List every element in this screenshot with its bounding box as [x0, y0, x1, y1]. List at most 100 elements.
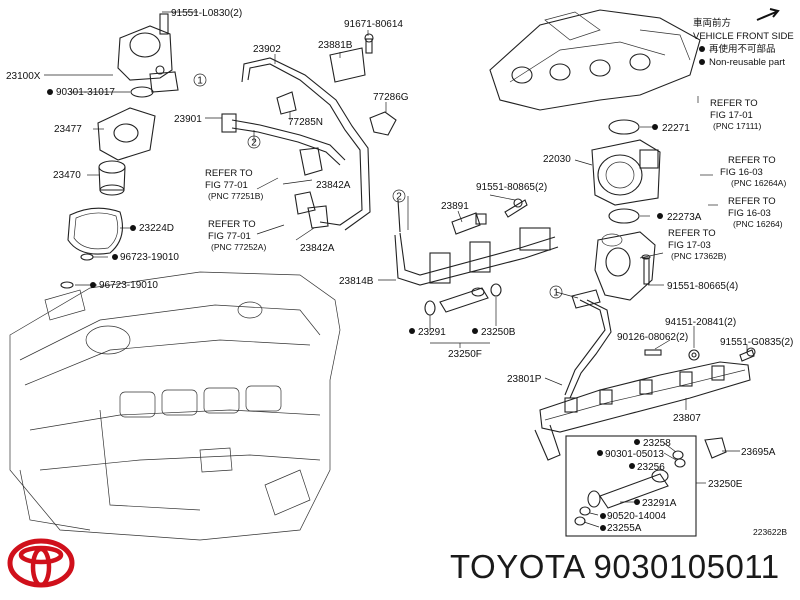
fuel-hose-23901 [221, 113, 346, 166]
label-23881B: 23881B [318, 40, 353, 51]
toyota-logo-icon [7, 538, 75, 588]
svg-text:FIG 17-01: FIG 17-01 [710, 110, 753, 121]
label-23801P: 23801P [507, 374, 542, 385]
label-91551-L0830: 91551-L0830(2) [171, 8, 242, 19]
svg-text:2: 2 [251, 138, 257, 149]
label-22271: 22271 [662, 123, 690, 134]
svg-text:FIG 77-01: FIG 77-01 [205, 180, 248, 191]
fuel-pump-assembly [117, 13, 179, 93]
svg-text:1: 1 [197, 76, 203, 87]
callout-2b: 2 [392, 189, 406, 203]
label-23100X: 23100X [6, 71, 41, 82]
label-23250F: 23250F [448, 349, 482, 360]
o-ring-23255A [574, 516, 586, 526]
o-ring-23250B [490, 283, 502, 297]
label-90301-05013: 90301-05013 [605, 449, 664, 460]
fuel-delivery-pipe-23807 [534, 361, 751, 461]
legend-reuse-en: Non-reusable part [709, 57, 785, 68]
legend-dot-icon [699, 46, 705, 52]
svg-text:REFER TO: REFER TO [728, 155, 776, 166]
bolt-91671-80614 [364, 33, 374, 54]
stud-94151-20841 [688, 349, 700, 361]
o-ring-96723-a [80, 253, 94, 261]
svg-text:REFER TO: REFER TO [205, 168, 253, 179]
svg-text:2: 2 [396, 192, 402, 203]
leader-lines [44, 11, 748, 528]
callout-1b: 1 [549, 285, 563, 299]
label-23258: 23258 [643, 438, 671, 449]
clip-23695A [704, 437, 727, 459]
bracket-23881B [329, 47, 366, 83]
label-90301-31017: 90301-31017 [56, 87, 115, 98]
svg-text:(PNC 77251B): (PNC 77251B) [208, 191, 263, 201]
bolt-91551-80865 [504, 198, 528, 218]
injector-kit-inset [565, 435, 697, 537]
part-number: 9030105011 [593, 548, 780, 585]
washer-90520-14004 [579, 506, 591, 516]
engine-block [9, 271, 341, 541]
legend-direction-jp: 車両前方 [693, 17, 731, 29]
air-intake-connector [594, 231, 656, 301]
gasket-23224D [67, 207, 123, 255]
seal-23291A [587, 490, 601, 508]
label-23891: 23891 [441, 201, 469, 212]
label-23291A: 23291A [642, 498, 677, 509]
label-diagram-id: 223622B [753, 527, 787, 537]
svg-text:(PNC 77252A): (PNC 77252A) [211, 242, 266, 252]
svg-text:REFER TO: REFER TO [728, 196, 776, 207]
svg-text:REFER TO: REFER TO [668, 228, 716, 239]
label-23224D: 23224D [139, 223, 174, 234]
refer-to-17362B: REFER TO FIG 17-03 (PNC 17362B) [668, 228, 726, 261]
label-91671-80614: 91671-80614 [344, 19, 403, 30]
label-23250B: 23250B [481, 327, 516, 338]
front-arrow-icon [756, 8, 780, 21]
label-23842A-a: 23842A [316, 180, 351, 191]
label-77285N: 77285N [288, 117, 323, 128]
o-ring-96723-b [60, 281, 74, 289]
callout-1a: 1 [193, 73, 207, 87]
fuel-pipe-23801P [564, 289, 612, 399]
injector-23250F [439, 287, 489, 313]
label-91551-G0835: 91551-G0835(2) [720, 337, 793, 348]
svg-text:(PNC 17111): (PNC 17111) [713, 121, 762, 131]
svg-text:(PNC 17362B): (PNC 17362B) [671, 251, 726, 261]
footer-part-title: TOYOTA 9030105011 [450, 548, 780, 586]
svg-text:(PNC 16264): (PNC 16264) [733, 219, 783, 229]
label-77286G: 77286G [373, 92, 409, 103]
label-23470: 23470 [53, 170, 81, 181]
label-90520-14004: 90520-14004 [607, 511, 666, 522]
legend-direction-en: VEHICLE FRONT SIDE [693, 31, 794, 42]
sensor-23891 [451, 212, 487, 235]
legend-dot-icon-2 [699, 59, 705, 65]
throttle-body-22030 [591, 139, 661, 206]
label-96723-19010b: 96723-19010 [99, 280, 158, 291]
o-ring-90301-31017 [130, 86, 154, 98]
o-ring-23258 [672, 450, 684, 460]
non-reusable-markers [47, 89, 663, 531]
svg-text:FIG 77-01: FIG 77-01 [208, 231, 251, 242]
refer-to-16264: REFER TO FIG 16-03 (PNC 16264) [728, 196, 783, 229]
label-23902: 23902 [253, 44, 281, 55]
seal-23291 [424, 300, 436, 316]
label-23255A: 23255A [607, 523, 642, 534]
bolt-91551-G0835 [739, 347, 756, 362]
label-23256: 23256 [637, 462, 665, 473]
refer-to-17111: REFER TO FIG 17-01 (PNC 17111) [710, 98, 762, 131]
insulator-23470 [98, 160, 126, 196]
refer-to-77252A: REFER TO FIG 77-01 (PNC 77252A) [208, 219, 266, 252]
label-90126-08062: 90126-08062(2) [617, 332, 688, 343]
legend-reuse-jp: 再使用不可部品 [709, 43, 776, 55]
fuel-hose-23902 [241, 57, 371, 231]
gasket-22273A [608, 208, 640, 224]
svg-text:FIG 16-03: FIG 16-03 [720, 167, 763, 178]
svg-text:FIG 17-03: FIG 17-03 [668, 240, 711, 251]
o-ring-90301-05013 [674, 458, 686, 468]
brand-name: TOYOTA [450, 548, 584, 585]
label-23814B: 23814B [339, 276, 374, 287]
intake-manifold [489, 9, 701, 111]
label-91551-80665: 91551-80665(4) [667, 281, 738, 292]
refer-to-16264A: REFER TO FIG 16-03 (PNC 16264A) [720, 155, 786, 188]
pump-lifter-23477 [97, 107, 156, 161]
